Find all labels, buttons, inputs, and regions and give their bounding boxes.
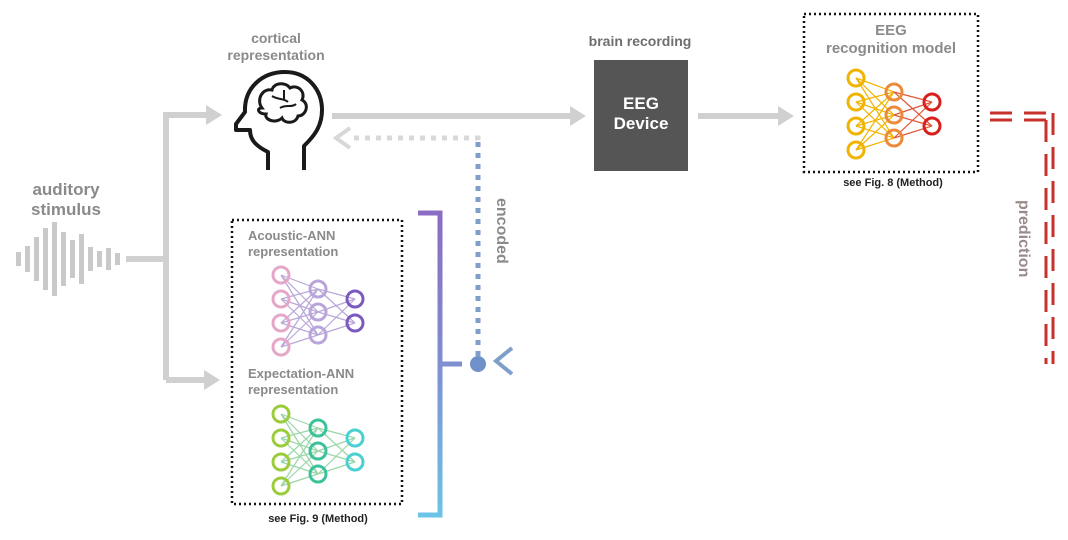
eeg-device-label: EEG Device bbox=[613, 94, 669, 134]
stimulus-label: auditory stimulus bbox=[31, 180, 101, 220]
expectation-label: Expectation-ANN representation bbox=[248, 366, 355, 397]
arrowhead-to-model bbox=[778, 106, 794, 126]
eeg-device-box bbox=[594, 60, 688, 171]
encoded-arrowhead bbox=[332, 126, 352, 150]
acoustic-label: Acoustic-ANN representation bbox=[248, 228, 339, 259]
see-fig9-caption: see Fig. 9 (Method) bbox=[268, 513, 368, 525]
brain-head-icon bbox=[234, 70, 324, 170]
ann-bracket bbox=[418, 210, 462, 518]
prediction-label: prediction bbox=[1015, 200, 1032, 278]
ann-frame bbox=[230, 218, 404, 506]
cortical-label: cortical representation bbox=[227, 30, 325, 63]
arrowhead-to-device bbox=[570, 106, 586, 126]
see-fig8-caption: see Fig. 8 (Method) bbox=[843, 177, 943, 189]
waveform-icon bbox=[16, 222, 120, 296]
arrowhead-to-ann bbox=[204, 370, 220, 390]
prediction-arrowhead bbox=[492, 346, 514, 376]
encoded-label: encoded bbox=[493, 198, 510, 264]
neural-network-icon bbox=[846, 68, 942, 160]
brain-recording-label: brain recording bbox=[588, 33, 692, 49]
merge-node bbox=[470, 356, 486, 372]
arrowhead-to-brain bbox=[206, 105, 222, 125]
prediction-path bbox=[516, 111, 1055, 366]
expectation-network-icon bbox=[271, 404, 365, 496]
acoustic-network-icon bbox=[271, 265, 365, 357]
encoded-dotted-return bbox=[352, 135, 481, 141]
eeg-model-label: EEG recognition model bbox=[825, 22, 956, 57]
stimulus-branch-arrows bbox=[126, 112, 208, 383]
eeg-model-frame bbox=[802, 12, 980, 174]
